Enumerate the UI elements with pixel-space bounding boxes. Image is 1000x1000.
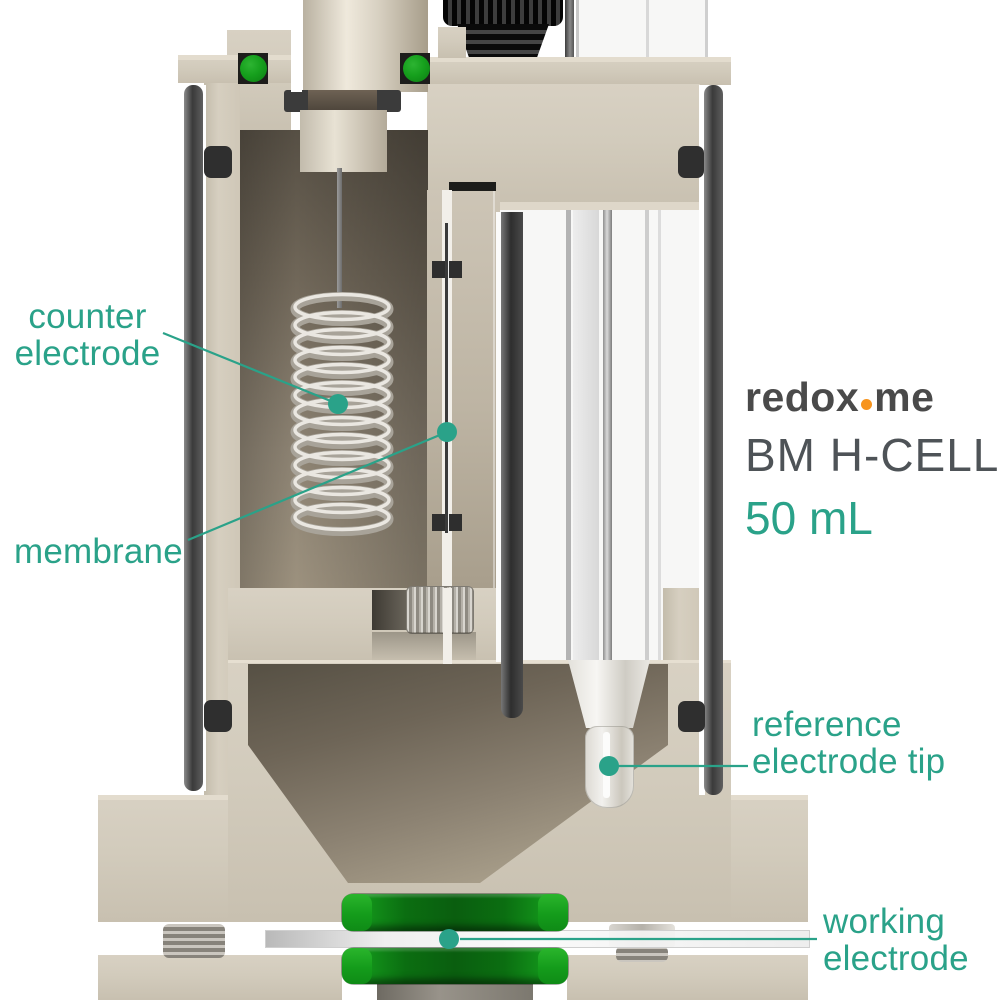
post-slot-right: [428, 0, 438, 55]
flange-right: [731, 795, 808, 922]
seal-ring-top-end-right: [538, 894, 568, 931]
right-bar-gap: [699, 85, 705, 795]
callout-working-electrode-text: working electrode: [823, 902, 969, 979]
reference-electrode-wire: [603, 210, 612, 672]
cap-right-column: [438, 27, 466, 58]
brand-logo-suffix: me: [874, 374, 935, 420]
brand-logo-prefix: redox: [745, 374, 860, 420]
callout-counter-electrode: counter electrode: [0, 298, 175, 373]
screw-recess: [372, 590, 408, 630]
flange-right-topface: [731, 795, 808, 800]
product-model: BM H-CELL: [745, 429, 1000, 481]
center-post-lower: [300, 110, 387, 172]
glass-tube-top-seam: [646, 0, 649, 58]
partition-seam-right: [493, 190, 495, 588]
membrane-knurl-screw: [406, 586, 474, 634]
seal-ring-bottom: [342, 948, 568, 984]
cap-thread-bellows: [457, 24, 549, 60]
glass-panel: [497, 210, 705, 662]
knurled-cap: [443, 0, 563, 26]
reference-tube-left-edge: [566, 210, 571, 662]
flange-left: [98, 795, 228, 922]
logo-dot-icon: [861, 399, 873, 410]
membrane-clamp-bottom-left: [432, 514, 445, 531]
o-ring-top-right: [403, 55, 430, 82]
o-ring-top-left: [240, 55, 267, 82]
counter-chamber: [240, 130, 428, 588]
callout-reference-electrode-tip: reference electrode tip: [752, 706, 992, 781]
cap-right-topface: [427, 57, 731, 62]
callout-reference-electrode-tip-text: reference electrode tip: [752, 705, 946, 782]
callout-working-electrode: working electrode: [823, 903, 998, 978]
membrane-clamp-top-right: [449, 261, 462, 278]
gasket-left-bottom: [204, 700, 232, 732]
reference-tube-shade: [573, 210, 599, 662]
callout-membrane: membrane: [14, 533, 234, 570]
post-slot-left: [291, 0, 302, 92]
membrane-shaft: [443, 588, 452, 668]
glass-tube-top: [576, 0, 708, 58]
callout-membrane-text: membrane: [14, 532, 183, 571]
innerbar-gap: [496, 212, 501, 662]
dark-insert-bar: [501, 212, 523, 718]
reference-tube-right-edge: [645, 210, 649, 662]
working-electrode-plate: [265, 930, 810, 948]
membrane-clamp-bottom-right: [449, 514, 462, 531]
post-gasket-gap: [308, 90, 377, 112]
cap-right-block-bottomface: [427, 202, 700, 210]
clamp-screw-left: [163, 924, 225, 958]
callout-counter-electrode-text: counter electrode: [14, 297, 161, 374]
tip-highlight: [603, 732, 610, 798]
seal-ring-bottom-end-right: [538, 948, 568, 984]
reference-wire-top: [565, 0, 574, 58]
product-volume: 50 mL: [745, 492, 873, 544]
clamp-screw-right-threads: [616, 946, 668, 962]
base-block-left: [98, 955, 342, 1000]
membrane-clamp-top-left: [432, 261, 445, 278]
outer-glass-wall-left: [184, 85, 203, 791]
cap-left-topface: [178, 55, 291, 60]
knurl-shadow: [372, 632, 476, 662]
seal-ring-bottom-end-left: [342, 948, 372, 984]
base-block-right: [567, 955, 808, 1000]
reference-electrode-tip: [585, 726, 634, 808]
base-center-post: [377, 982, 533, 1000]
partition-slot-band: [449, 182, 496, 191]
counter-electrode-rod: [337, 168, 342, 308]
flange-left-topface: [98, 795, 228, 800]
seal-ring-top-end-left: [342, 894, 372, 931]
gasket-left-top: [204, 146, 232, 178]
outer-tube-seam-left: [658, 210, 661, 662]
body-joint-seam: [228, 660, 731, 663]
membrane-line: [445, 223, 449, 533]
outer-glass-wall-right: [704, 85, 723, 795]
gasket-right-top: [678, 146, 704, 178]
seal-ring-top: [342, 894, 568, 931]
gasket-right-bottom: [678, 701, 705, 732]
